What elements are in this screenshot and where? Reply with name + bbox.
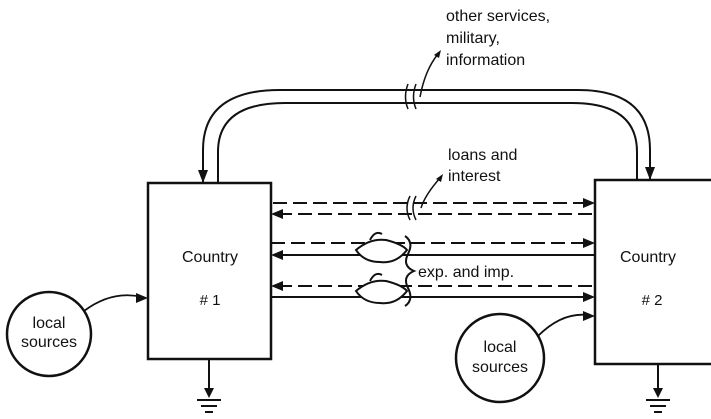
other-services-leader-tip-icon [434,50,441,58]
services-arch-outer [202,89,651,183]
ground-left-icon [197,359,221,413]
goods-arrow-3-icon [271,281,283,291]
local-left-connector [83,294,143,312]
services-arch-inner [217,102,638,183]
local-right-connector [537,313,589,337]
local-left-arrow-icon [136,293,148,303]
goods-bag-icon-1 [354,231,409,264]
goods-arrow-4-icon [583,292,595,302]
local-right-arrow-icon [583,311,595,321]
goods-arrow-1-icon [583,238,595,248]
exp-imp-brace [404,235,417,307]
arch-arrow-left-icon [198,170,208,183]
arch-arrow-right-icon [645,167,655,180]
goods-bag-icon-2 [354,272,409,305]
flow-break-mark [406,195,417,221]
exp-imp-label: exp. and imp. [418,264,514,281]
local-sources-right-line-2: sources [472,359,528,376]
loans-arrow-left-icon [271,209,283,219]
local-sources-left-line-1: local [33,315,66,332]
loans-leader [420,177,441,209]
country-1-name: Country [182,249,238,266]
local-sources-left-line-2: sources [21,334,77,351]
loans-leader-tip-icon [436,174,443,182]
local-sources-right-line-1: local [484,339,517,356]
country-1-box [146,181,273,361]
loans-line-2: interest [448,168,501,185]
local-sources-right-circle [454,312,546,404]
goods-arrow-2-icon [271,250,283,260]
ground-right-icon [646,364,670,413]
loans-arrow-right-icon [583,198,595,208]
loans-line-1: loans and [448,147,517,164]
arch-break-mark [404,83,417,110]
country-2-name: Country [620,249,676,266]
exp-imp-label-bg [417,260,579,282]
country-2-number: # 2 [642,292,663,309]
country-2-box [593,178,711,366]
other-services-line-2: military, [446,30,500,47]
other-services-line-3: information [446,52,525,69]
other-services-leader [419,53,439,98]
country-1-number: # 1 [200,292,221,309]
local-sources-left-circle [5,290,93,378]
other-services-line-1: other services, [446,8,550,25]
